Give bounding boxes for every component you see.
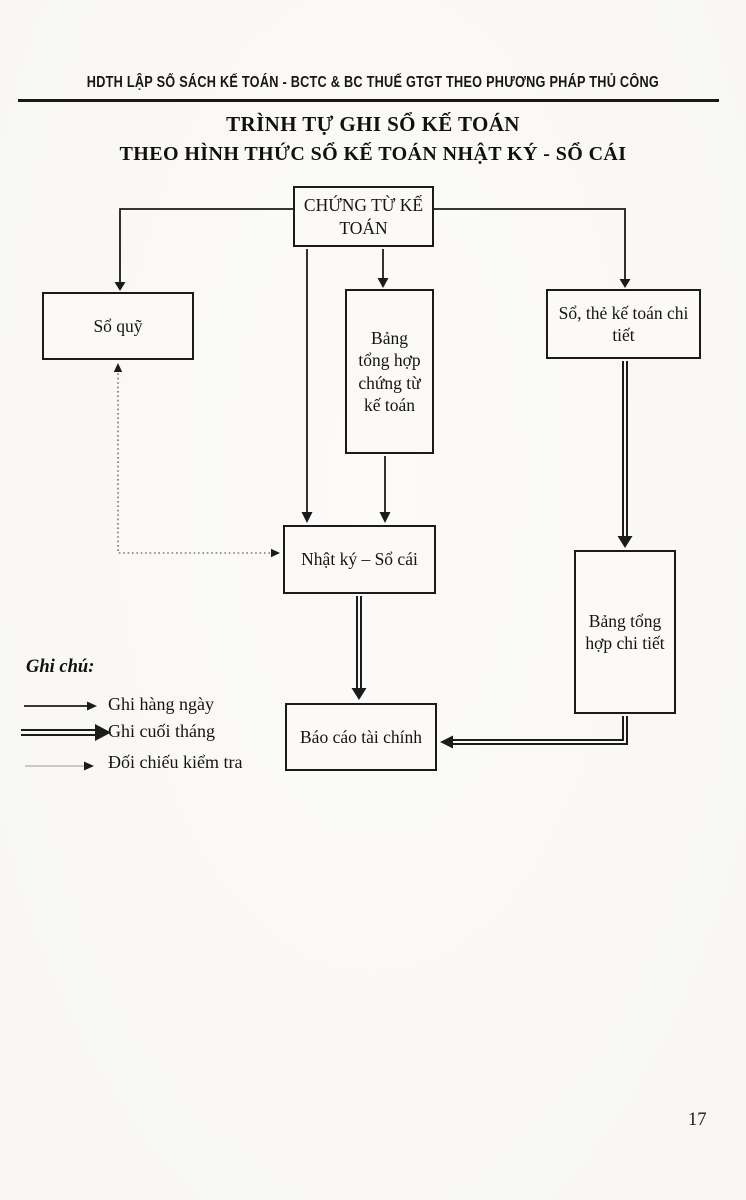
double-arrow-bang-tong-hop-chi-tiet-to-baocao <box>440 716 628 749</box>
legend-label-monthly: Ghi cuối tháng <box>108 721 215 741</box>
legend-label-check: Đối chiếu kiểm tra <box>108 752 243 772</box>
arrow-chungtu-to-soquy <box>114 208 293 291</box>
arrow-chungtu-to-bang-tong-hop-chung-tu <box>377 249 389 288</box>
node-bang-tong-hop-chi-tiet: Bảng tổng hợp chi tiết <box>574 550 676 714</box>
arrow-chungtu-to-nhatky <box>301 249 313 523</box>
double-arrow-nhatky-to-baocao <box>351 596 367 700</box>
node-bao-cao-tai-chinh: Báo cáo tài chính <box>285 703 437 771</box>
node-chung-tu-ke-toan: CHỨNG TỪ KẾ TOÁN <box>293 186 434 247</box>
diagram-title-line1: TRÌNH TỰ GHI SỔ KẾ TOÁN <box>226 112 520 136</box>
running-header: HDTH LẬP SỔ SÁCH KẾ TOÁN - BCTC & BC THU… <box>0 74 746 92</box>
legend-label-daily: Ghi hàng ngày <box>108 694 214 714</box>
node-bang-tong-hop-chung-tu: Bảng tổng hợp chứng từ kế toán <box>345 289 434 454</box>
header-rule <box>18 99 719 102</box>
running-header-text: HDTH LẬP SỔ SÁCH KẾ TOÁN - BCTC & BC THU… <box>86 74 660 91</box>
arrow-bang-tong-hop-chung-tu-to-nhatky <box>379 456 391 523</box>
dotted-arrow-soquy-nhatky <box>113 363 280 558</box>
legend-dotted-arrow-icon <box>25 761 94 771</box>
node-nhat-ky-so-cai: Nhật ký – Sổ cái <box>283 525 436 594</box>
page-number: 17 <box>688 1110 707 1130</box>
legend-title: Ghi chú: <box>26 657 95 677</box>
legend-double-arrow-icon <box>21 724 111 741</box>
node-so-quy: Sổ quỹ <box>42 292 194 360</box>
double-arrow-sothe-to-bang-tong-hop-chi-tiet <box>617 361 633 548</box>
arrow-chungtu-to-so-the <box>434 208 631 288</box>
diagram-title-line2: THEO HÌNH THỨC SỔ KẾ TOÁN NHẬT KÝ - SỔ C… <box>119 143 627 165</box>
node-so-the-ke-toan-chi-tiet: Sổ, thẻ kế toán chi tiết <box>546 289 701 359</box>
legend-single-arrow-icon <box>24 701 97 711</box>
